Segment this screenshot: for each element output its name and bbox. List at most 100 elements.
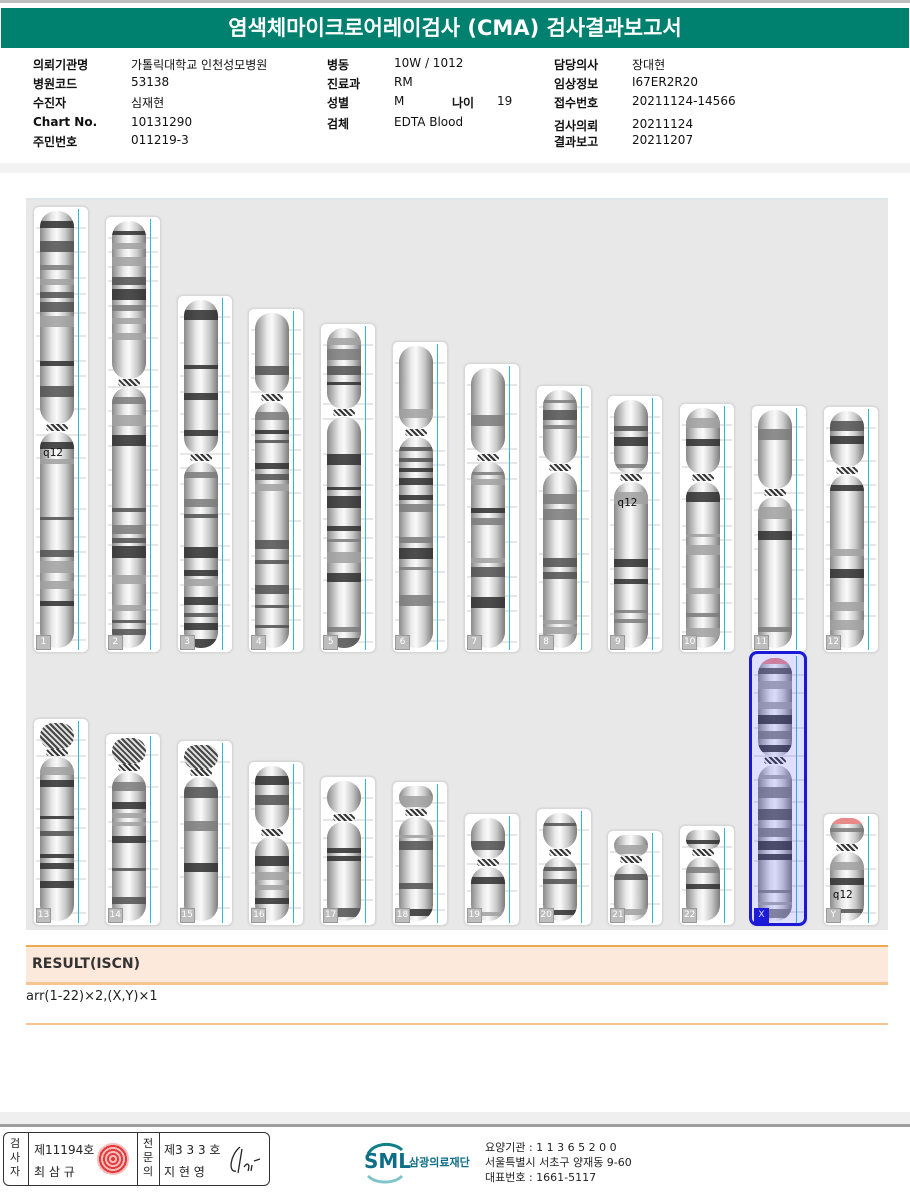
band — [255, 776, 290, 785]
band — [40, 863, 74, 870]
band — [758, 530, 792, 541]
chromosome-20[interactable]: 20 — [535, 808, 592, 926]
info-label: 병동 — [327, 58, 350, 72]
chromosome-6[interactable]: 6 — [392, 341, 448, 653]
band — [111, 822, 146, 827]
chromosome-label: 3 — [179, 635, 195, 650]
band — [327, 551, 362, 564]
chromosome-22[interactable]: 22 — [679, 825, 736, 926]
section-divider — [0, 163, 910, 173]
band — [40, 442, 74, 449]
band — [40, 302, 74, 313]
band — [470, 518, 505, 525]
result-iscn: arr(1-22)×2,(X,Y)×1 — [26, 989, 158, 1004]
band — [399, 547, 433, 559]
centromere — [405, 429, 427, 436]
q-arm — [686, 482, 721, 648]
info-label: 검체 — [327, 117, 350, 131]
p-arm — [614, 835, 649, 856]
band — [399, 409, 433, 418]
band — [399, 477, 433, 486]
q-arm — [399, 437, 433, 648]
info-value: RM — [394, 75, 413, 89]
band — [111, 628, 146, 636]
band — [686, 533, 721, 538]
chromosome-16[interactable]: 16 — [248, 761, 305, 926]
logo-text: SML — [364, 1149, 412, 1173]
band — [686, 588, 721, 594]
chromosome-14[interactable]: 14 — [104, 733, 161, 926]
label-char: 문 — [142, 1151, 154, 1164]
p-arm — [470, 368, 505, 454]
band — [183, 310, 218, 320]
signal-baseline — [508, 366, 510, 650]
band — [111, 304, 146, 311]
band — [542, 400, 577, 404]
band — [470, 479, 505, 485]
q-arm — [183, 777, 218, 921]
chromosome-label: 6 — [395, 635, 410, 650]
centromere — [620, 856, 643, 863]
band — [327, 381, 362, 386]
band — [183, 365, 218, 370]
band — [399, 594, 433, 606]
q-arm — [255, 402, 290, 648]
chromosome-15[interactable]: 15 — [176, 740, 233, 926]
band — [40, 600, 74, 606]
chromosome-2[interactable]: 2 — [104, 216, 161, 653]
band — [758, 902, 792, 906]
chromosome-label: 13 — [36, 908, 51, 923]
band — [255, 463, 290, 470]
chromosome-18[interactable]: 18 — [392, 781, 448, 926]
chromosome-17[interactable]: 17 — [320, 776, 377, 926]
chromosome-3[interactable]: 3 — [176, 295, 233, 653]
band — [40, 779, 74, 788]
band — [111, 508, 146, 512]
info-label: 접수번호 — [554, 96, 599, 110]
band-label: q12 — [832, 888, 853, 901]
chromosome-4[interactable]: 4 — [248, 308, 305, 653]
band — [829, 828, 864, 832]
info-label: Chart No. — [33, 115, 98, 129]
chromosome-5[interactable]: 5 — [320, 323, 377, 653]
chromosome-label: 15 — [179, 908, 195, 923]
chromosome-13[interactable]: 13 — [33, 718, 89, 926]
p-arm — [686, 408, 721, 474]
chromosome-X[interactable]: X — [751, 653, 807, 926]
band — [758, 428, 792, 441]
label-char: 사 — [9, 1151, 21, 1164]
chromosome-19[interactable]: 19 — [463, 813, 520, 926]
info-value: 19 — [497, 94, 513, 108]
q-arm — [327, 822, 362, 921]
info-value: EDTA Blood — [394, 115, 464, 129]
info-value: 011219-3 — [131, 133, 189, 147]
band — [183, 612, 218, 618]
band — [40, 361, 74, 367]
chromosome-label: 9 — [610, 635, 626, 650]
chromosome-10[interactable]: 10 — [679, 403, 736, 653]
examiner-no: 제11194호 — [34, 1143, 95, 1157]
band — [399, 536, 433, 544]
q-arm — [183, 462, 218, 648]
band — [111, 276, 146, 286]
p-arm — [327, 328, 362, 409]
chromosome-12[interactable]: 12 — [822, 406, 879, 653]
result-header: RESULT(ISCN) — [26, 945, 888, 985]
chromosome-label: X — [754, 908, 769, 923]
centromere — [764, 757, 786, 764]
chromosome-11[interactable]: 11 — [751, 405, 807, 653]
band — [327, 908, 362, 918]
band — [111, 604, 146, 611]
band-label: q12 — [43, 446, 63, 459]
chromosome-21[interactable]: 21 — [607, 830, 664, 926]
band — [829, 435, 864, 445]
chromosome-8[interactable]: 8 — [535, 385, 592, 653]
signal-baseline — [867, 816, 869, 923]
chromosome-7[interactable]: 7 — [463, 363, 520, 653]
p-arm — [614, 400, 649, 474]
band — [255, 584, 290, 595]
